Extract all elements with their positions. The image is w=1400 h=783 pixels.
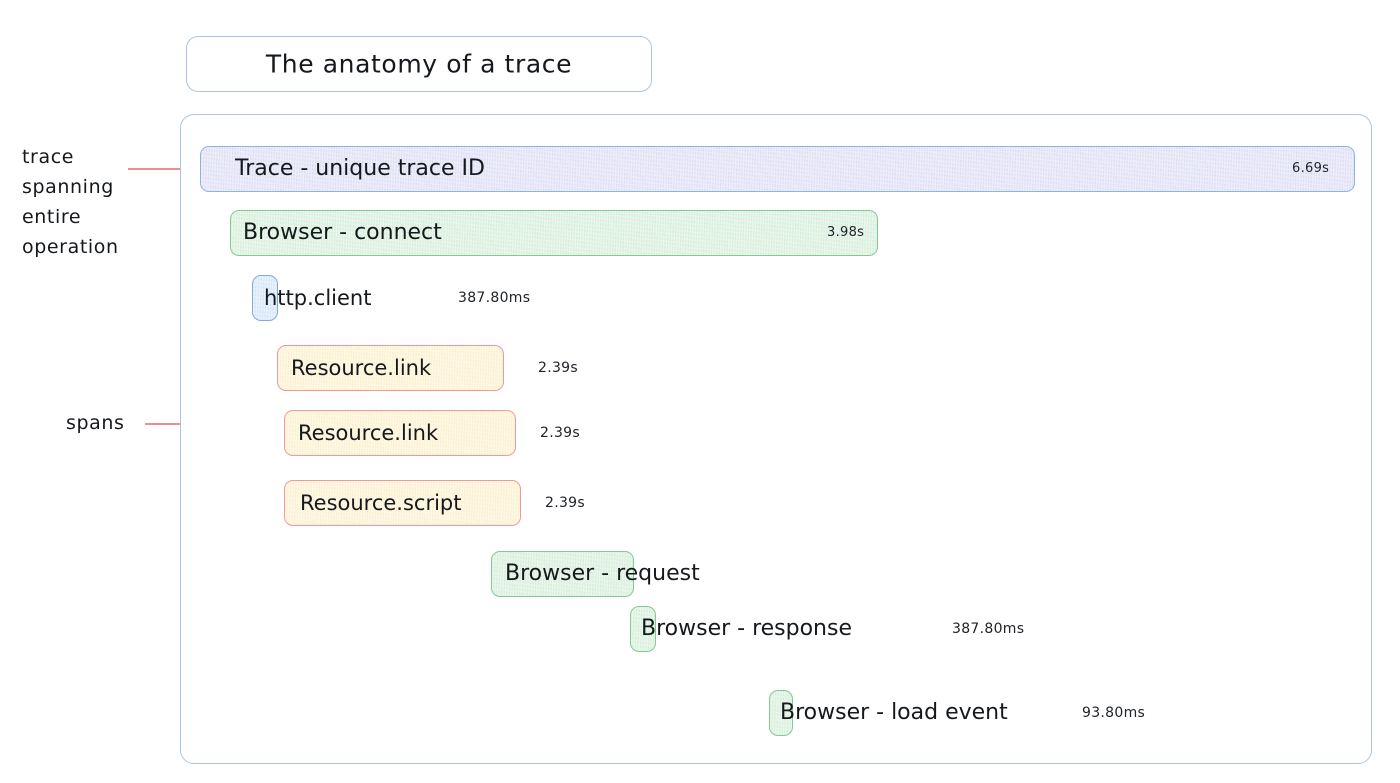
resource-script-duration: 2.39s [545,495,585,511]
resource-script-row[interactable]: Resource.script 2.39s [0,480,1400,526]
trace-bar-label: Trace - unique trace ID [235,156,485,181]
browser-load-event-bar-label: Browser - load event [780,700,1008,725]
trace-bar[interactable] [200,146,1355,192]
browser-connect-bar[interactable] [230,210,878,256]
http-client-bar-label: http.client [264,286,372,310]
http-client-duration: 387.80ms [458,290,531,306]
browser-response-bar[interactable] [630,606,656,652]
spans-annotation-label: spans [66,412,125,434]
browser-response-duration: 387.80ms [952,621,1025,637]
browser-load-event-bar[interactable] [769,690,793,736]
browser-response-bar-label: Browser - response [641,616,852,641]
resource-link-row-2[interactable]: Resource.link 2.39s [0,410,1400,456]
browser-request-bar[interactable] [491,551,634,597]
trace-annotation-leader-line [128,168,186,170]
trace-row[interactable]: Trace - unique trace ID 6.69s [0,146,1400,192]
browser-request-bar-label: Browser - request [505,561,700,586]
title-box: The anatomy of a trace [186,36,652,92]
resource-link-duration-1: 2.39s [538,360,578,376]
page-title: The anatomy of a trace [265,49,573,79]
browser-connect-duration: 3.98s [827,225,865,240]
browser-connect-row[interactable]: Browser - connect 3.98s [0,210,1400,256]
trace-duration: 6.69s [1292,161,1330,176]
browser-response-row[interactable]: Browser - response 387.80ms [0,606,1400,652]
http-client-bar[interactable] [252,275,278,321]
browser-load-event-row[interactable]: Browser - load event 93.80ms [0,690,1400,736]
resource-link-row-1[interactable]: Resource.link 2.39s [0,345,1400,391]
resource-link-bar-1[interactable] [277,345,504,391]
browser-load-event-duration: 93.80ms [1082,705,1146,721]
resource-script-bar-label: Resource.script [300,491,462,515]
resource-link-bar-2[interactable] [284,410,516,456]
browser-connect-bar-label: Browser - connect [243,220,442,245]
resource-link-bar-label-1: Resource.link [291,356,432,380]
trace-annotation-label: trace spanning entire operation [22,146,119,258]
http-client-row[interactable]: http.client 387.80ms [0,275,1400,321]
resource-link-bar-label-2: Resource.link [298,421,439,445]
browser-request-row[interactable]: Browser - request [0,551,1400,597]
resource-script-bar[interactable] [284,480,521,526]
resource-link-duration-2: 2.39s [540,425,580,441]
spans-annotation-leader-line [145,423,212,425]
